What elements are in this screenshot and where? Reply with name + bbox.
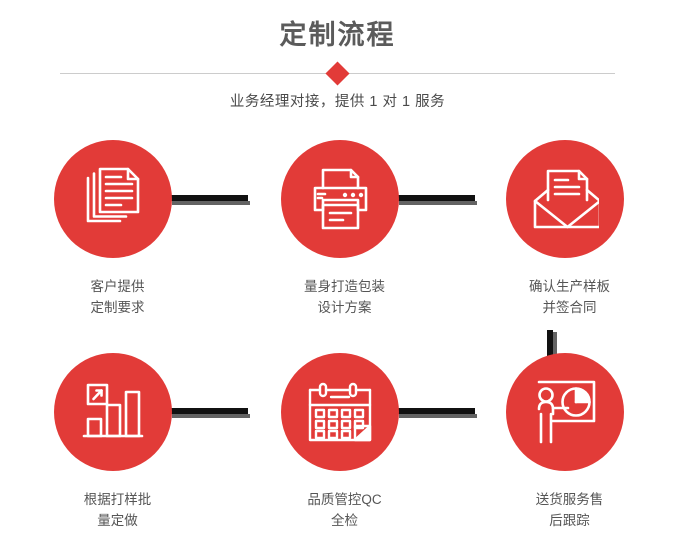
connector-bar: [547, 330, 553, 366]
connector-vertical: [547, 330, 557, 368]
connector-bar: [170, 408, 248, 414]
step-label: 品质管控QC 全检: [307, 492, 382, 528]
connector-bar: [397, 408, 475, 414]
connector-bar: [397, 195, 475, 201]
flow-step[interactable]: 送货服务售 后跟踪: [452, 353, 675, 531]
step-label: 根据打样批 量定做: [83, 492, 152, 528]
connector-horizontal: [170, 408, 250, 418]
step-icon-circle: [280, 140, 399, 258]
page-title: 定制流程: [279, 20, 396, 50]
flow-row-bottom: 根据打样批 量定做: [0, 353, 675, 548]
connector-shadow: [553, 332, 557, 368]
step-label: 送货服务售 后跟踪: [535, 492, 604, 528]
flow-step[interactable]: 品质管控QC 全检: [227, 353, 452, 531]
connector-bar: [170, 195, 248, 201]
connector-horizontal: [397, 408, 477, 418]
connector-shadow: [172, 201, 250, 205]
process-flow: 客户提供 定制要求: [0, 140, 675, 550]
connector-shadow: [399, 201, 477, 205]
step-icon-circle: [505, 140, 624, 258]
connector-shadow: [172, 414, 250, 418]
step-icon-circle: [53, 140, 172, 258]
flow-step[interactable]: 根据打样批 量定做: [0, 353, 225, 531]
step-label: 客户提供 定制要求: [90, 279, 145, 315]
step-icon-circle: [505, 353, 624, 471]
title-divider: [60, 61, 615, 86]
connector-shadow: [399, 414, 477, 418]
flow-step[interactable]: 客户提供 定制要求: [0, 140, 225, 318]
step-label: 量身打造包装 设计方案: [304, 279, 385, 315]
connector-horizontal: [170, 195, 250, 205]
flow-step[interactable]: 量身打造包装 设计方案: [227, 140, 452, 318]
step-label: 确认生产样板 并签合同: [529, 279, 610, 315]
flow-row-top: 客户提供 定制要求: [0, 140, 675, 335]
flow-step[interactable]: 确认生产样板 并签合同: [452, 140, 675, 318]
diamond-marker-icon: [324, 61, 350, 86]
connector-horizontal: [397, 195, 477, 205]
page-header: 定制流程 业务经理对接，提供 1 对 1 服务: [0, 0, 675, 125]
page-subtitle: 业务经理对接，提供 1 对 1 服务: [229, 94, 446, 110]
step-icon-circle: [53, 353, 172, 471]
step-icon-circle: [280, 353, 399, 471]
